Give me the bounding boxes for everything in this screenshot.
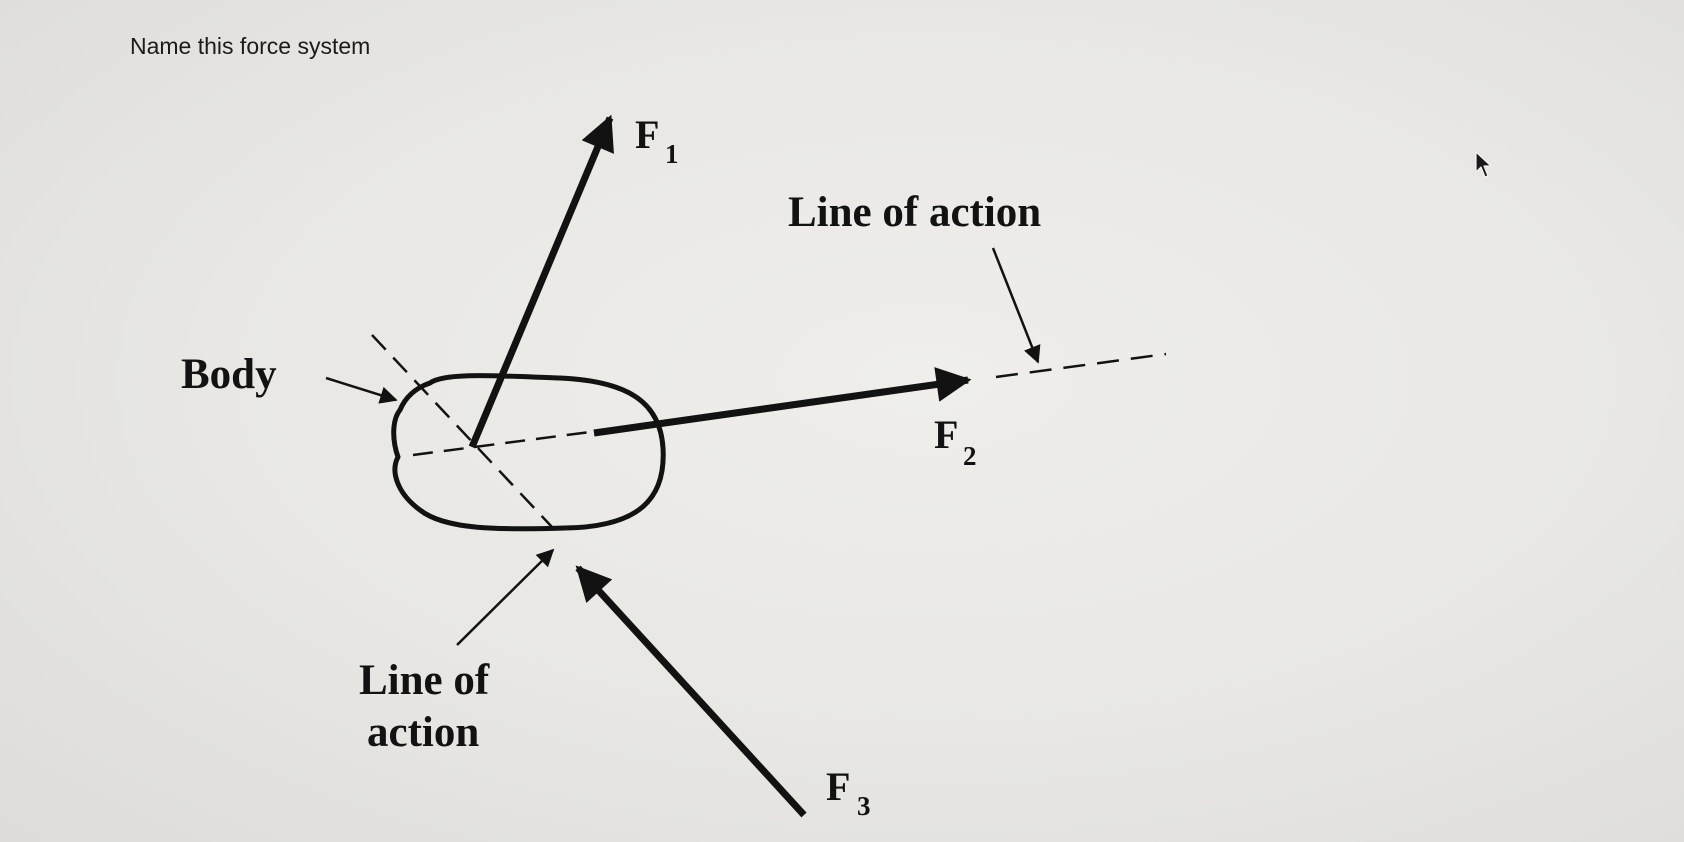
- force-f1-arrow: [468, 114, 614, 449]
- body-outline: [391, 373, 666, 532]
- line-of-action-f3: [371, 334, 553, 528]
- question-text: Name this force system: [130, 33, 371, 59]
- line-of-action-top-pointer-arrow: [991, 247, 1041, 364]
- line-of-action-top-label: Line of action: [788, 189, 1041, 236]
- force-f3-subscript: 3: [857, 791, 871, 821]
- force-f3-letter: F: [826, 764, 850, 809]
- force-f2-letter: F: [934, 412, 958, 457]
- line-of-action-f2-extension: [995, 352, 1167, 379]
- mouse-pointer-icon: [1475, 151, 1492, 178]
- force-f1-letter: F: [635, 112, 659, 157]
- force-f2-subscript: 2: [963, 441, 977, 471]
- line-of-action-bottom-label-line2: action: [367, 709, 479, 756]
- force-f3-arrow: [575, 565, 807, 818]
- force-f3-label: F 3: [826, 764, 871, 821]
- line-of-action-f2-inside: [412, 430, 591, 457]
- body-pointer-arrow: [325, 376, 398, 404]
- force-f1-subscript: 1: [665, 139, 679, 169]
- force-f2-arrow: [593, 367, 972, 437]
- line-of-action-bottom-pointer-arrow: [456, 548, 555, 646]
- body-label: Body: [181, 351, 277, 398]
- line-of-action-bottom-label-line1: Line of: [359, 657, 490, 704]
- force-f2-label: F 2: [934, 412, 977, 471]
- force-f1-label: F 1: [635, 112, 679, 169]
